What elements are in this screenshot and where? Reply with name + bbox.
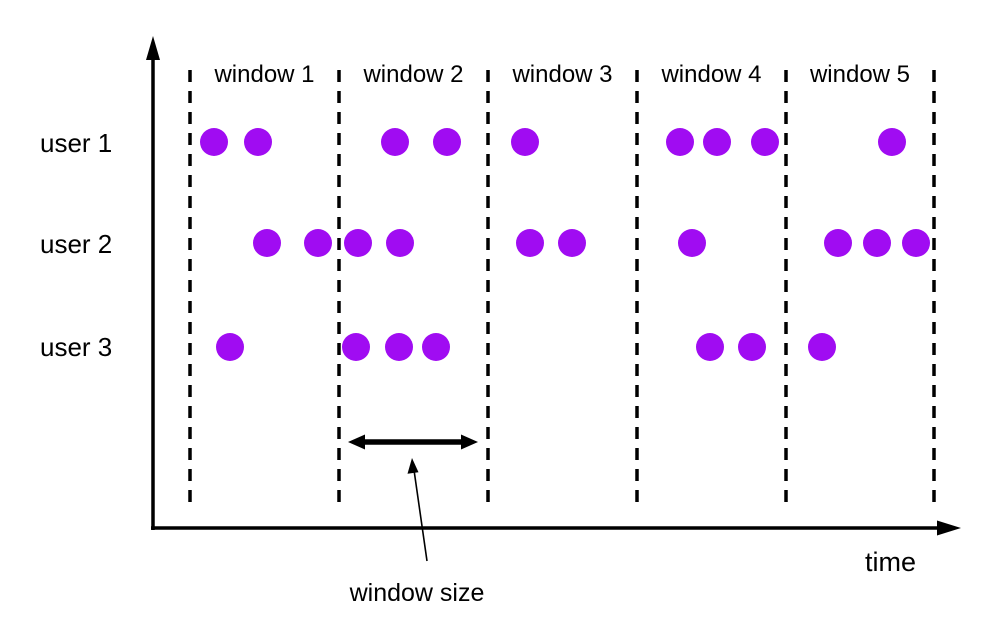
event-dot: [385, 333, 413, 361]
event-dot: [902, 229, 930, 257]
window-label: window 1: [213, 61, 314, 88]
up-arrowhead-icon: [146, 36, 160, 60]
window-label: window 3: [511, 61, 612, 88]
event-dot: [878, 128, 906, 156]
event-dot: [244, 128, 272, 156]
user-labels: user 1 user 2 user 3: [40, 128, 112, 362]
window-size-label: window size: [349, 579, 485, 607]
event-dot: [696, 333, 724, 361]
event-dot: [200, 128, 228, 156]
event-dot: [511, 128, 539, 156]
time-axis-label: time: [865, 547, 916, 577]
window-label: window 5: [809, 61, 910, 88]
x-axis: [151, 520, 961, 536]
event-dot: [678, 229, 706, 257]
window-label: window 4: [660, 61, 761, 88]
event-dot: [516, 229, 544, 257]
y-axis: [146, 36, 160, 530]
user-label: user 3: [40, 332, 112, 362]
event-dot: [558, 229, 586, 257]
event-dot: [751, 128, 779, 156]
event-dot: [342, 333, 370, 361]
pointer-line: [413, 469, 428, 562]
event-dot: [253, 229, 281, 257]
window-size-arrow: [348, 434, 478, 450]
event-dot: [344, 229, 372, 257]
up-arrowhead-icon: [407, 458, 419, 474]
window-labels: window 1 window 2 window 3 window 4 window 5: [213, 61, 910, 88]
event-dot: [422, 333, 450, 361]
event-dot: [386, 229, 414, 257]
user-label: user 1: [40, 128, 112, 158]
event-dot: [381, 128, 409, 156]
event-dots: [200, 128, 930, 361]
event-dot: [863, 229, 891, 257]
window-label: window 2: [362, 61, 463, 88]
event-dot: [216, 333, 244, 361]
event-dot: [304, 229, 332, 257]
right-arrowhead-icon: [937, 520, 961, 536]
event-dot: [808, 333, 836, 361]
user-label: user 2: [40, 229, 112, 259]
window-boundaries: [188, 70, 936, 502]
event-dot: [824, 229, 852, 257]
right-arrowhead-icon: [461, 434, 478, 450]
event-dot: [738, 333, 766, 361]
left-arrowhead-icon: [348, 434, 365, 450]
window-size-pointer-arrow: [407, 458, 428, 562]
event-dot: [433, 128, 461, 156]
event-dot: [666, 128, 694, 156]
event-dot: [703, 128, 731, 156]
